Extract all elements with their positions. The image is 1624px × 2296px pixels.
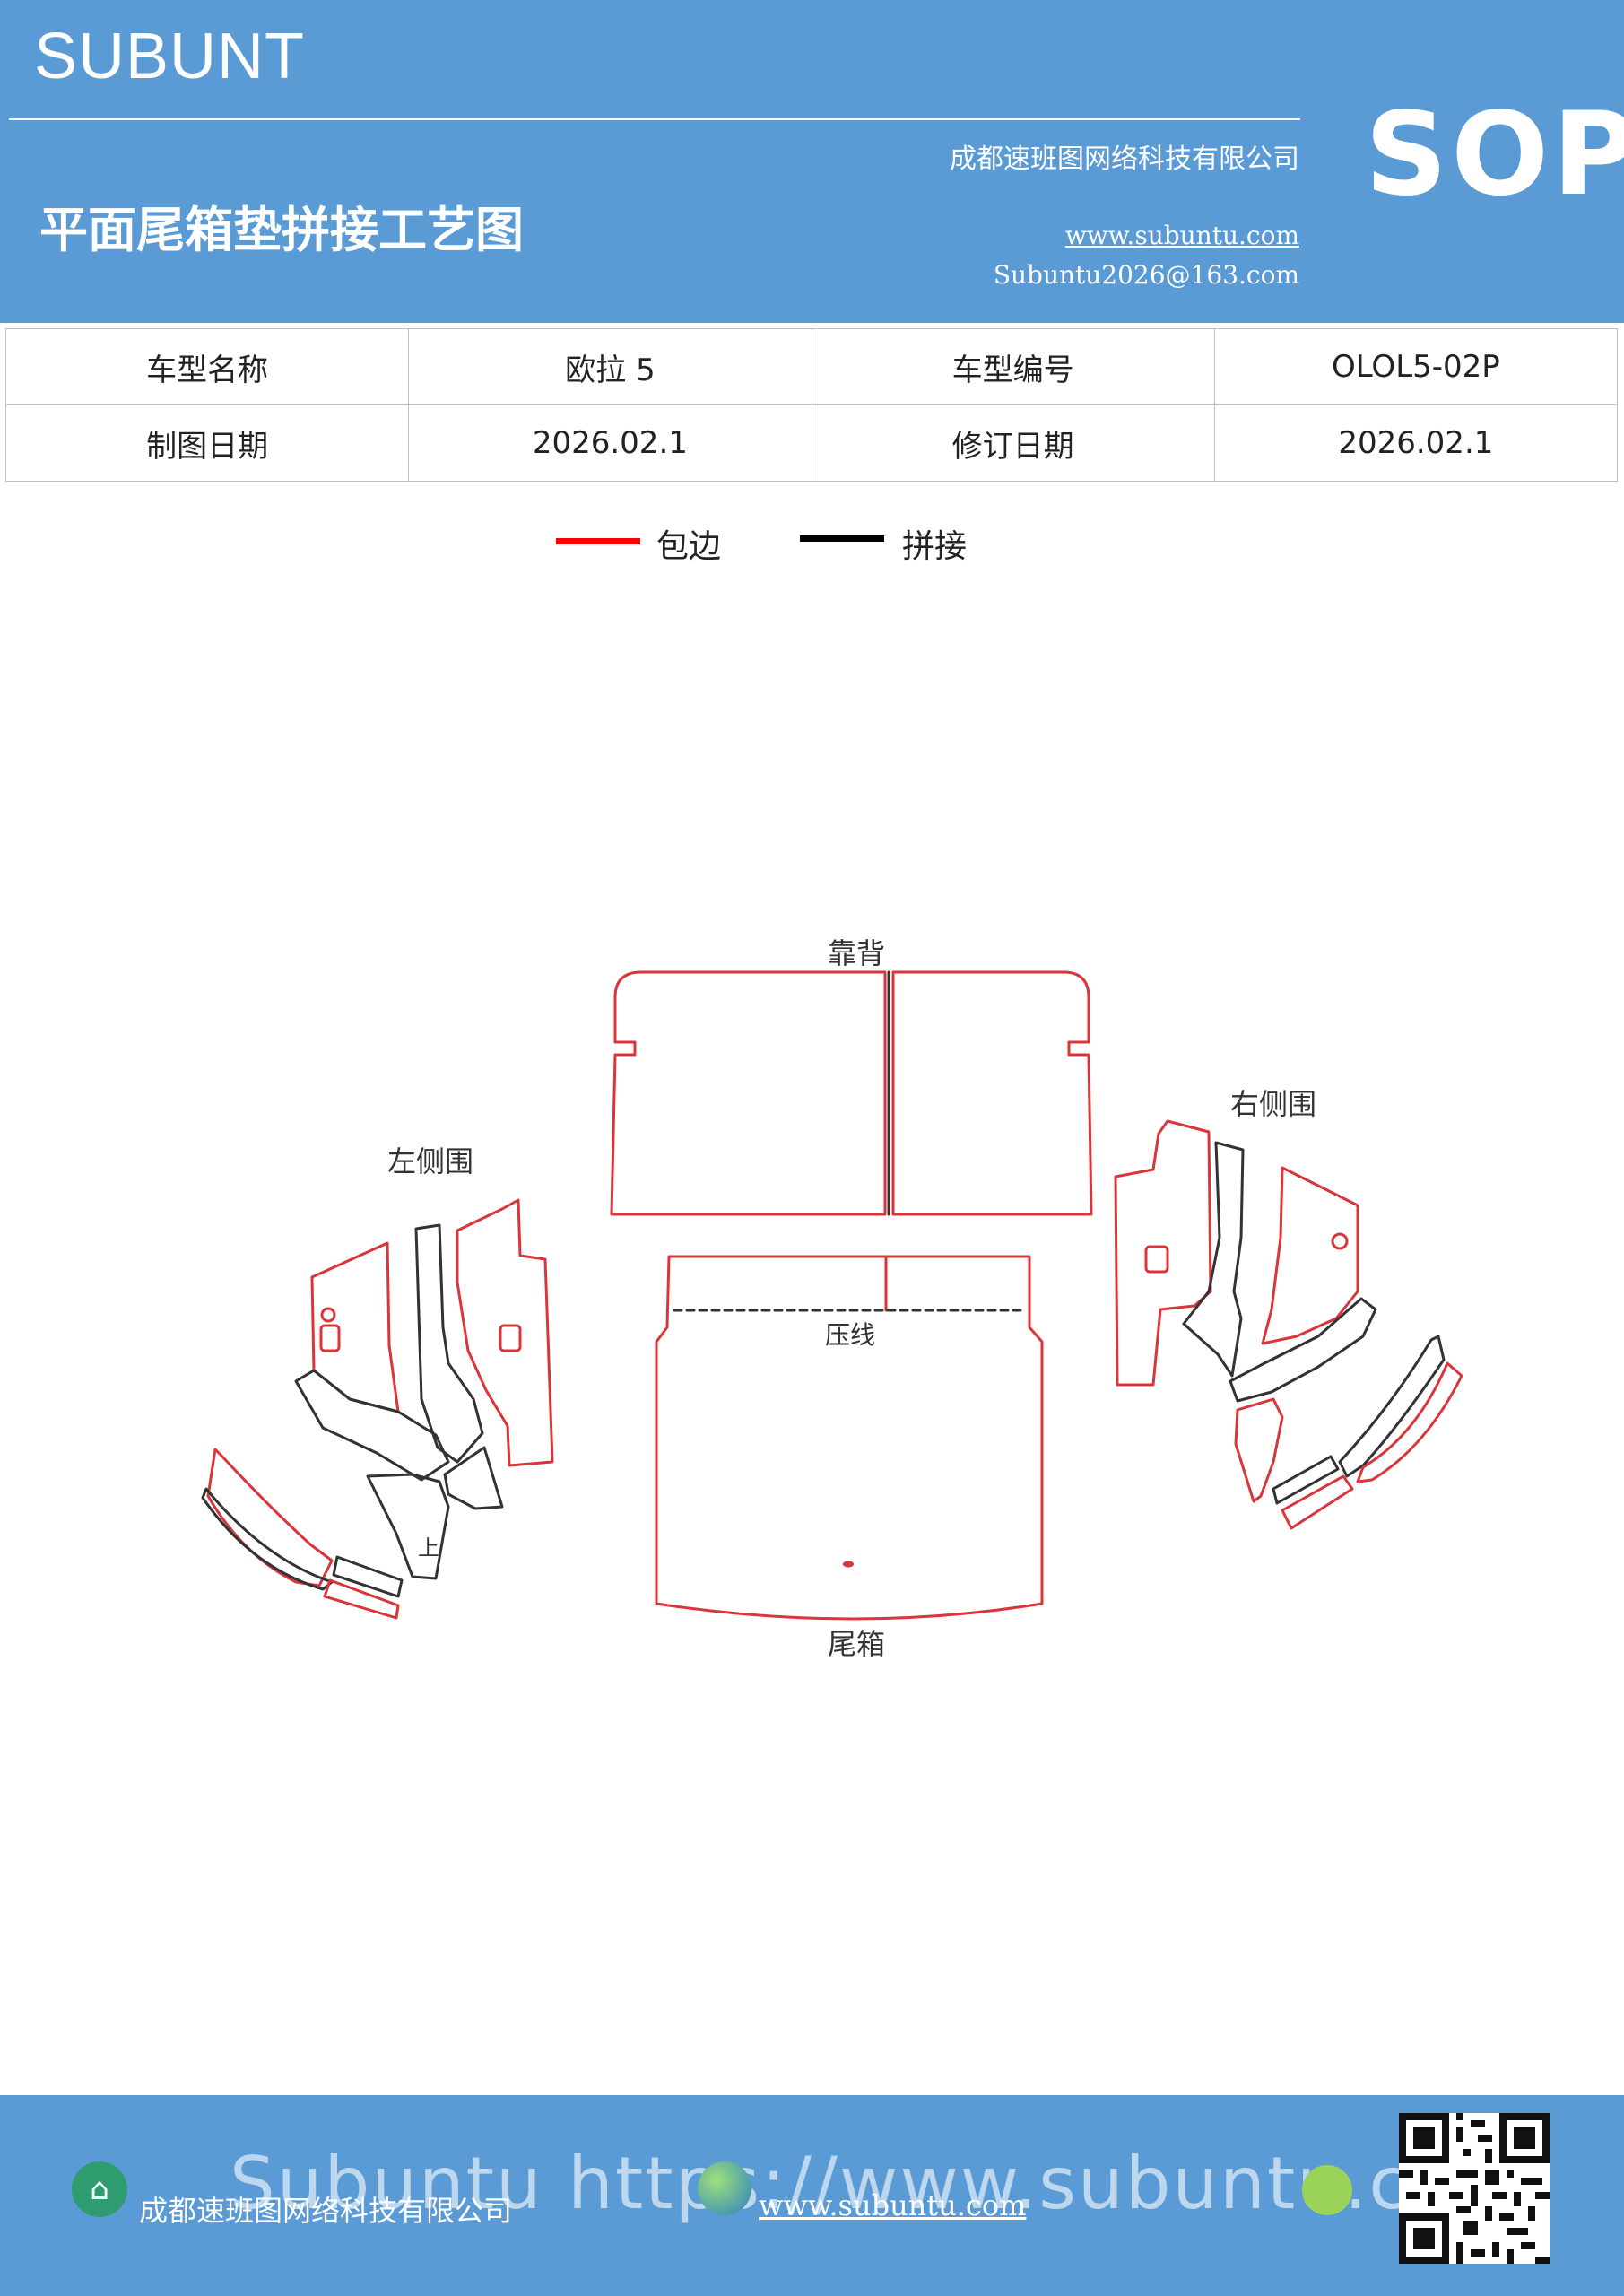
contact-email[interactable]: Subuntu2026@163.com	[993, 260, 1299, 290]
right-side-panels	[1114, 1119, 1463, 1530]
label-left-side: 左侧围	[387, 1144, 473, 1178]
legend-edge-swatch	[556, 538, 640, 544]
trunk-center-mark	[843, 1561, 854, 1568]
left-panel-lower-strip	[332, 1555, 404, 1598]
website-link[interactable]: www.subuntu.com	[1064, 221, 1299, 250]
footer-company: 成都速班图网络科技有限公司	[139, 2194, 513, 2228]
brand-logo-text: SUBUNT	[34, 21, 306, 92]
right-panel-wheel-outer	[1338, 1335, 1446, 1478]
trunk-floor-outline	[655, 1255, 1044, 1621]
company-icon: ⌂	[72, 2161, 127, 2217]
qr-code	[1399, 2113, 1550, 2264]
right-panel-rear-tall	[1114, 1119, 1212, 1387]
footer-website-link[interactable]: www.subuntu.com	[759, 2188, 1027, 2222]
label-up-mark: 上	[418, 1535, 439, 1561]
right-panel-arch-upper	[1229, 1297, 1377, 1403]
right-panel-lower-strip	[1272, 1455, 1340, 1505]
left-side-panels	[201, 1198, 554, 1620]
vehicle-info-table: 车型名称 欧拉 5 车型编号 OLOL5-02P 制图日期 2026.02.1 …	[4, 328, 1619, 482]
right-panel-strip	[1182, 1141, 1245, 1378]
legend: 包边 拼接	[0, 520, 1624, 574]
table-row: 车型名称 欧拉 5 车型编号 OLOL5-02P	[4, 328, 1619, 405]
legend-seam-swatch	[800, 535, 884, 542]
left-panel-hole	[319, 1324, 341, 1352]
globe-icon	[698, 2161, 751, 2215]
header-banner: SUBUNT SOP 成都速班图网络科技有限公司 平面尾箱垫拼接工艺图 www.…	[0, 0, 1624, 323]
left-panel-wheel-outer	[206, 1448, 334, 1587]
left-panel-rear-tall	[456, 1198, 554, 1467]
company-name: 成都速班图网络科技有限公司	[950, 144, 1299, 175]
label-backrest: 靠背	[828, 936, 885, 970]
document-title: 平面尾箱垫拼接工艺图	[39, 201, 524, 258]
right-panel-wheel-edge	[1356, 1361, 1463, 1483]
table-cell: OLOL5-02P	[1213, 328, 1619, 405]
left-panel-hole-2	[499, 1324, 522, 1352]
label-crease: 压线	[825, 1320, 875, 1350]
sop-badge: SOP	[1365, 88, 1624, 222]
label-right-side: 右侧围	[1230, 1087, 1316, 1121]
left-panel-upper	[310, 1241, 400, 1413]
table-cell: 制图日期	[4, 404, 410, 482]
backrest-left-panel	[610, 970, 887, 1216]
wechat-icon	[1302, 2165, 1352, 2215]
left-panel-mid-strip	[414, 1223, 484, 1464]
table-row: 制图日期 2026.02.1 修订日期 2026.02.1	[4, 404, 1619, 482]
trunk-floor-panel	[655, 1255, 1044, 1621]
footer-banner: ⌂ 成都速班图网络科技有限公司 Subuntu https://www.subu…	[0, 2095, 1624, 2296]
label-trunk: 尾箱	[828, 1627, 885, 1661]
legend-edge-label: 包边	[656, 528, 722, 565]
table-cell: 2026.02.1	[1213, 404, 1619, 482]
header-divider	[9, 118, 1300, 120]
left-panel-fan	[443, 1446, 504, 1510]
right-panel-lower-edge	[1281, 1474, 1354, 1530]
table-cell: 修订日期	[811, 404, 1215, 482]
right-panel-arch-lower	[1234, 1397, 1284, 1503]
right-panel-hole	[1144, 1245, 1169, 1274]
table-cell: 车型编号	[811, 328, 1215, 405]
left-panel-lower-edge	[323, 1578, 400, 1620]
table-cell: 车型名称	[4, 328, 410, 405]
right-panel-upper	[1261, 1166, 1359, 1345]
left-panel-arch-lower	[366, 1473, 450, 1580]
table-cell: 2026.02.1	[408, 404, 812, 482]
left-panel-wheel-inner	[201, 1487, 334, 1591]
backrest-right-panel	[891, 970, 1093, 1216]
table-cell: 欧拉 5	[408, 328, 812, 405]
backrest-panels	[610, 970, 1093, 1216]
left-panel-round-hole	[320, 1307, 336, 1323]
left-panel-arch-upper	[294, 1369, 450, 1482]
legend-seam-label: 拼接	[902, 528, 968, 565]
right-panel-round-hole	[1331, 1232, 1349, 1250]
